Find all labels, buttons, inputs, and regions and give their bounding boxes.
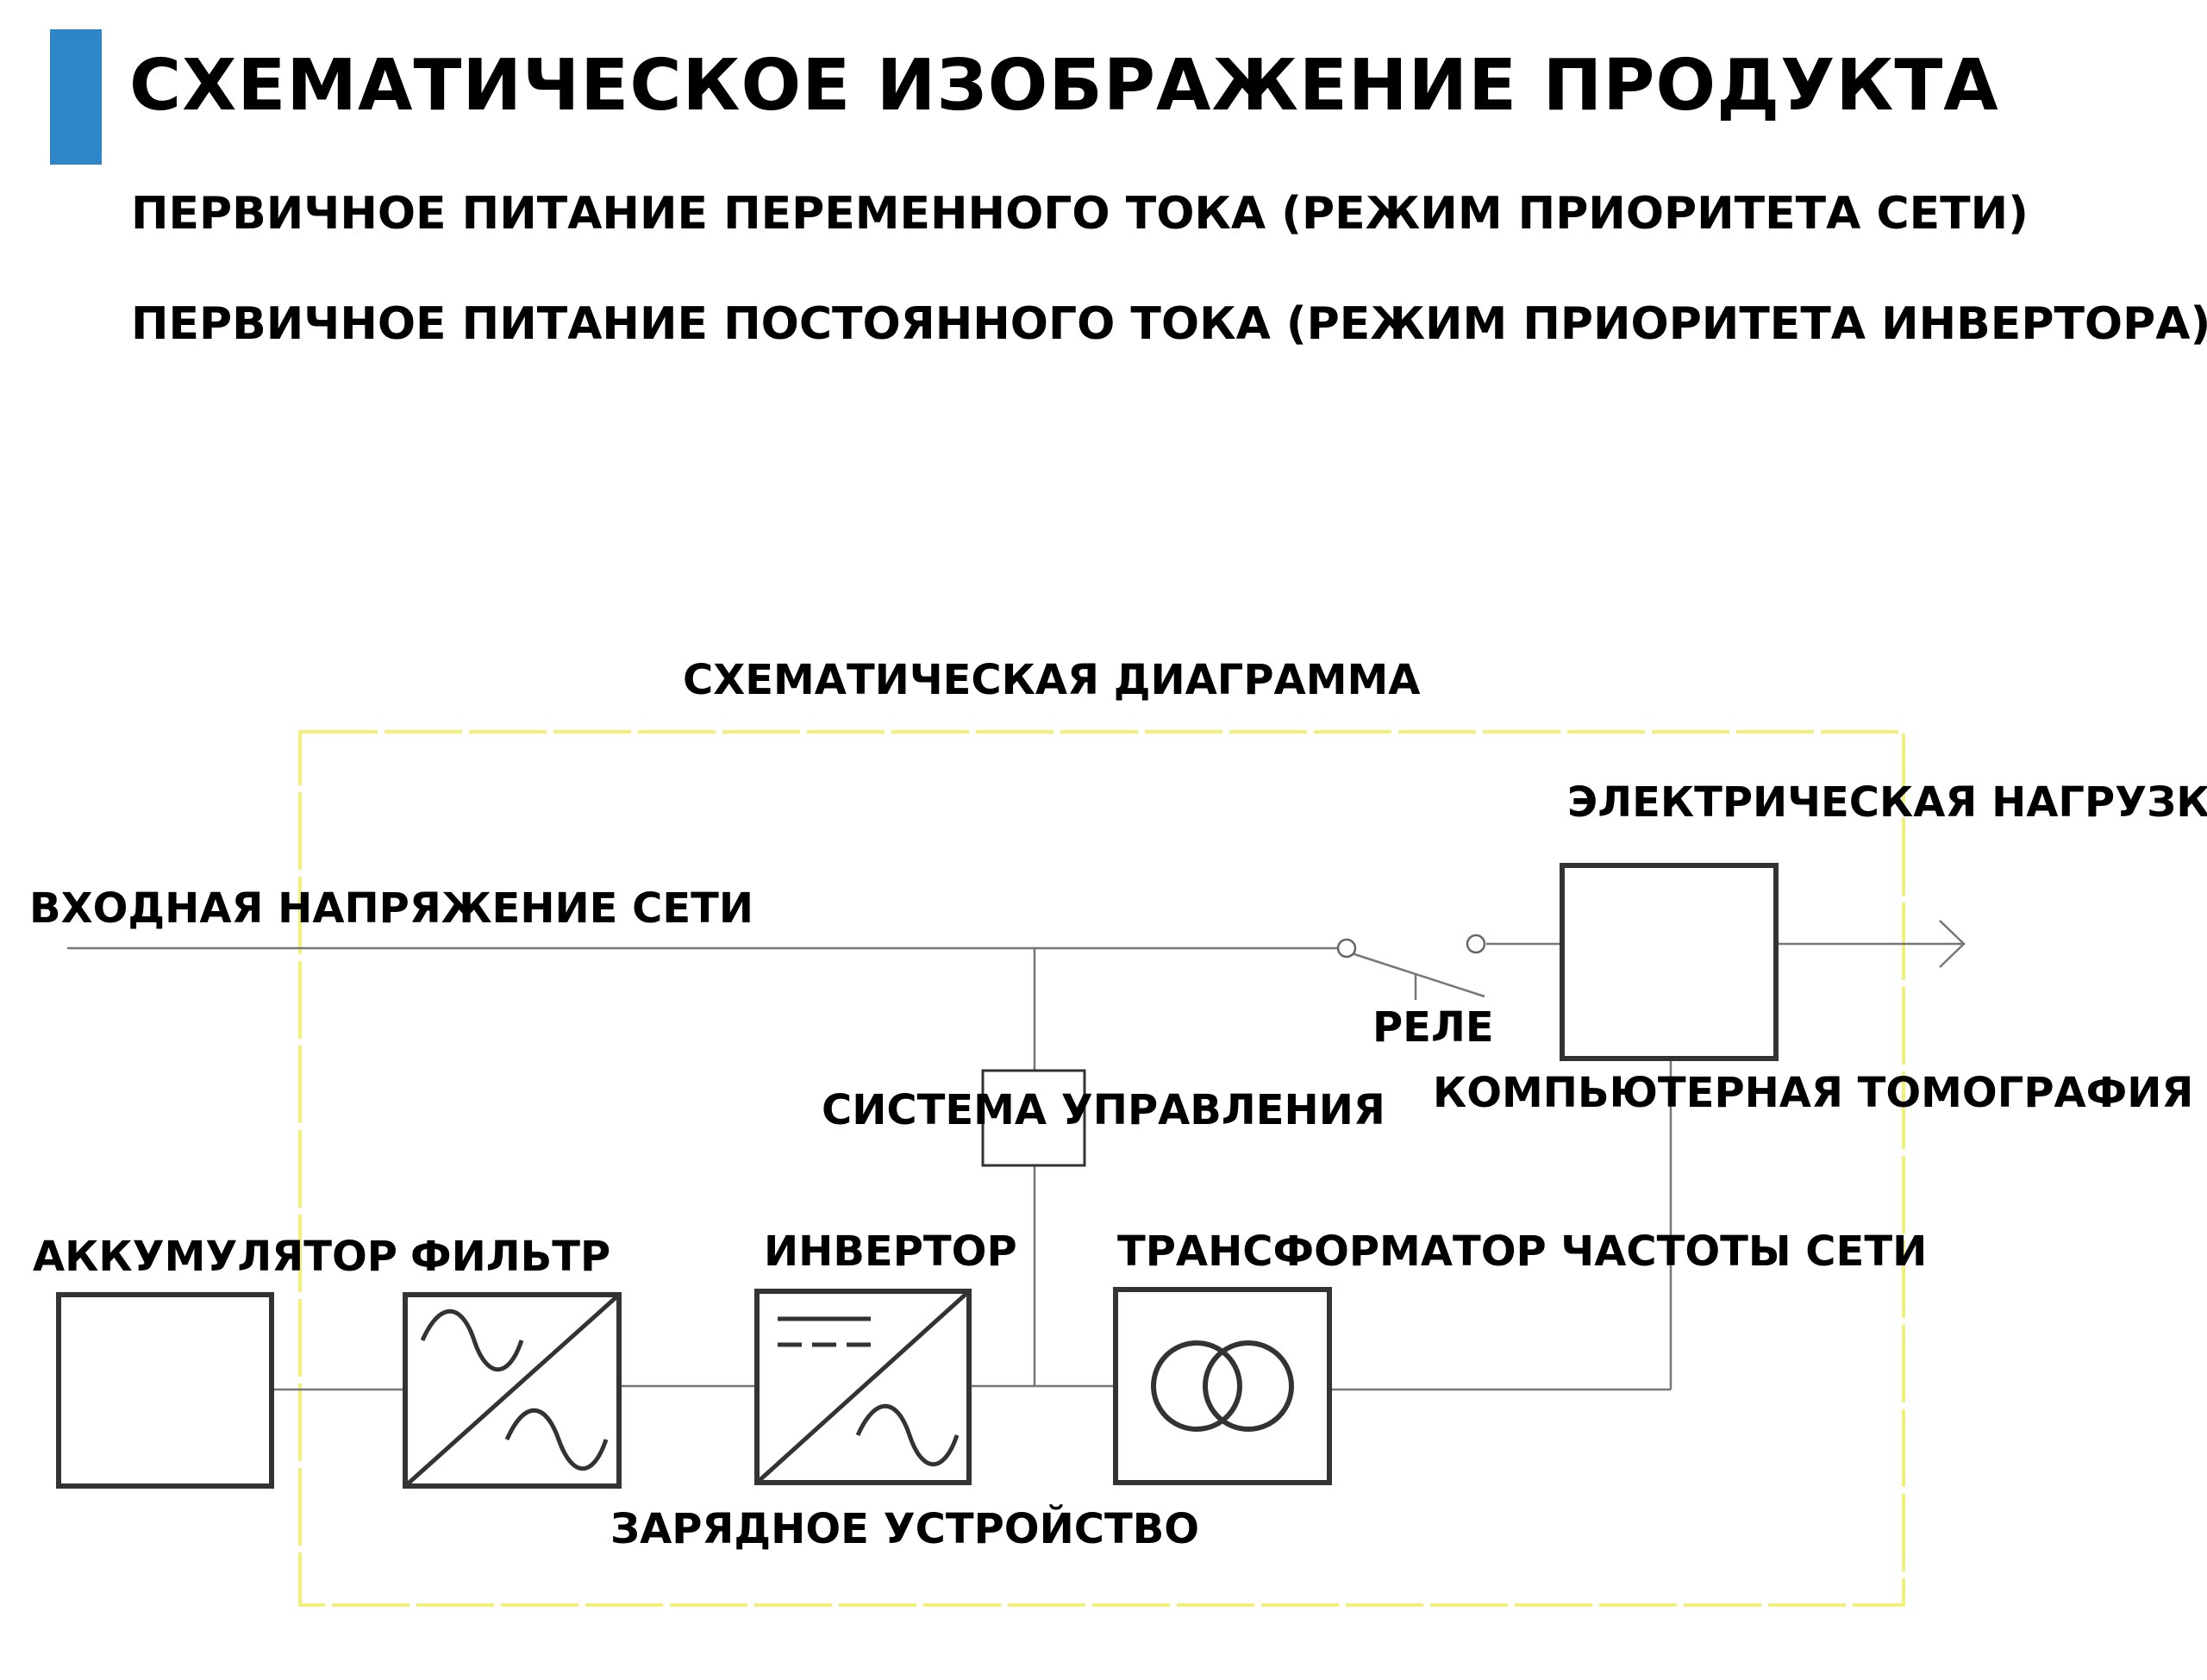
title-accent-bar	[50, 29, 102, 165]
filter-block	[403, 1292, 622, 1489]
label-filter: ФИЛЬТР	[410, 1233, 610, 1281]
subtitle-ac-mode: ПЕРВИЧНОЕ ПИТАНИЕ ПЕРЕМЕННОГО ТОКА (РЕЖИ…	[131, 188, 2029, 240]
label-ct: КОМПЬЮТЕРНАЯ ТОМОГРАФИЯ	[1433, 1069, 2193, 1117]
diagram-title: СХЕМАТИЧЕСКАЯ ДИАГРАММА	[683, 656, 1420, 704]
relay-contact-left	[1336, 938, 1357, 959]
label-battery: АККУМУЛЯТОР	[33, 1233, 397, 1281]
battery-box	[56, 1292, 274, 1489]
label-grid-input: ВХОДНАЯ НАПРЯЖЕНИЕ СЕТИ	[29, 884, 753, 933]
label-charger: ЗАРЯДНОЕ УСТРОЙСТВО	[610, 1504, 1199, 1553]
label-inverter: ИНВЕРТОР	[764, 1227, 1017, 1276]
relay-contact-right	[1466, 934, 1486, 954]
label-electric-load: ЭЛЕКТРИЧЕСКАЯ НАГРУЗКА	[1567, 778, 2207, 827]
electric-load-box	[1560, 863, 1779, 1061]
label-control-system: СИСТЕМА УПРАВЛЕНИЯ	[822, 1086, 1385, 1134]
control-system-box	[981, 1069, 1086, 1167]
subtitle-dc-mode: ПЕРВИЧНОЕ ПИТАНИЕ ПОСТОЯННОГО ТОКА (РЕЖИ…	[131, 298, 2207, 350]
ac-wave-icon	[420, 1308, 524, 1371]
label-relay: РЕЛЕ	[1372, 1003, 1494, 1052]
ac-wave-icon	[855, 1403, 960, 1466]
transformer-block	[1113, 1287, 1332, 1485]
transformer-coil-icon	[1203, 1340, 1294, 1432]
page-title: СХЕМАТИЧЕСКОЕ ИЗОБРАЖЕНИЕ ПРОДУКТА	[129, 45, 1999, 127]
label-transformer: ТРАНСФОРМАТОР ЧАСТОТЫ СЕТИ	[1117, 1227, 1927, 1276]
wires	[67, 920, 1966, 1391]
system-boundary-frame	[298, 730, 1905, 1607]
ac-wave-icon	[504, 1408, 609, 1471]
transformer-coil-icon	[1151, 1340, 1242, 1432]
inverter-block	[754, 1289, 972, 1485]
